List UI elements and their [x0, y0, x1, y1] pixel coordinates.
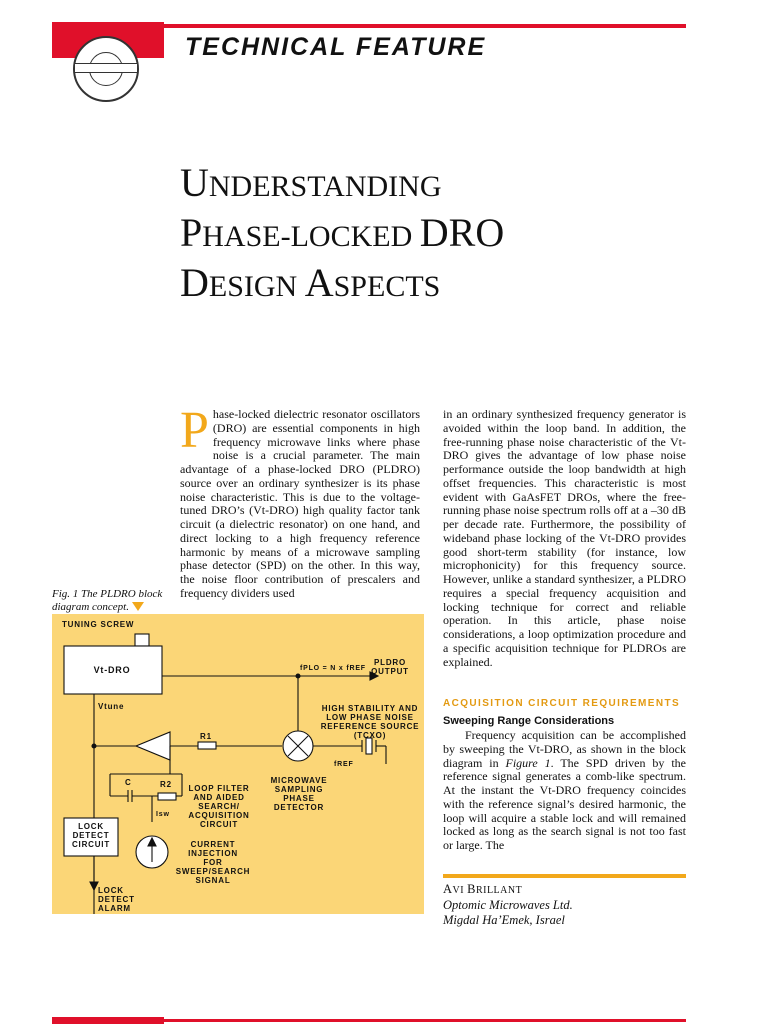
body-text-col3: Frequency acquisition can be accomplishe…	[443, 728, 686, 770]
author-name-cap: A	[443, 882, 453, 896]
author-rule	[443, 874, 686, 878]
headline-cap: P	[180, 210, 203, 255]
footer-red-rule	[164, 1019, 686, 1022]
label-fref: fREF	[334, 761, 354, 768]
label-vtune: Vtune	[98, 702, 125, 711]
section-heading: ACQUISITION CIRCUIT REQUIREMENTS	[443, 698, 681, 709]
article-headline: UNDERSTANDING PHASE-LOCKED DRO DESIGN AS…	[180, 160, 504, 310]
headline-cap: D	[180, 260, 209, 305]
label-tuning-screw: TUNING SCREW	[62, 620, 135, 629]
figure-caption: Fig. 1 The PLDRO block diagram concept.	[52, 588, 167, 613]
label-vtdro: Vt-DRO	[93, 665, 131, 675]
headline-text: ESIGN	[208, 270, 305, 303]
subsection-heading: Sweeping Range Considerations	[443, 715, 615, 727]
label-lock-detect-circuit: LOCK DETECT CIRCUIT	[71, 822, 111, 849]
drop-cap: P	[180, 402, 209, 459]
author-name-text: RILLANT	[475, 885, 523, 896]
label-isw: Isw	[156, 811, 170, 818]
author-name: AVI BRILLANT	[443, 882, 573, 898]
label-microwave-spd: MICROWAVE SAMPLING PHASE DETECTOR	[270, 776, 328, 812]
label-c: C	[125, 778, 132, 787]
author-location: Migdal Ha’Emek, Israel	[443, 913, 565, 927]
amplifier-triangle	[134, 731, 171, 761]
headline-cap: U	[180, 160, 209, 205]
header-red-rule	[164, 24, 686, 28]
label-r1: R1	[200, 732, 212, 741]
headline-line-3: DESIGN ASPECTS	[180, 260, 504, 310]
label-r2: R2	[160, 780, 172, 789]
section-title: TECHNICAL FEATURE	[185, 33, 487, 61]
body-column-2: in an ordinary synthesized frequency gen…	[443, 407, 686, 669]
body-text-col1: hase-locked dielectric resonator oscilla…	[180, 407, 420, 600]
body-column-3: Frequency acquisition can be accomplishe…	[443, 728, 686, 853]
label-pldro-output: PLDRO OUTPUT	[371, 658, 409, 676]
footer-red-block	[52, 1017, 164, 1024]
label-current-injection: CURRENT INJECTION FOR SWEEP/SEARCH SIGNA…	[175, 840, 251, 885]
headline-line-1: UNDERSTANDING	[180, 160, 504, 210]
headline-text: SPECTS	[333, 270, 441, 303]
label-fplo: fPLO = N x fREF	[300, 665, 366, 672]
caption-arrow-icon	[131, 602, 144, 612]
headline-line-2: PHASE-LOCKED DRO	[180, 210, 504, 260]
headline-cap: A	[304, 260, 334, 305]
caption-text: Fig. 1 The PLDRO block diagram concept.	[52, 588, 163, 613]
figure-reference: Figure 1	[505, 755, 551, 770]
tuning-screw-shape	[134, 633, 150, 647]
seal-band	[75, 63, 137, 73]
headline-text: NDERSTANDING	[208, 170, 442, 203]
body-text-col3-cont: . The SPD driven by the reference signal…	[443, 755, 686, 852]
author-name-text: VI	[452, 885, 468, 896]
diagram-lines	[63, 633, 387, 914]
lock-detect-box	[63, 817, 119, 857]
block-diagram: TUNING SCREW Vt-DRO Vtune fPLO = N x fRE…	[52, 614, 424, 914]
journal-seal-logo	[73, 36, 139, 102]
headline-text: DRO	[419, 210, 505, 255]
headline-text: HASE-LOCKED	[202, 220, 420, 253]
label-lock-alarm: LOCK DETECT ALARM	[98, 886, 135, 913]
vtdro-box	[63, 645, 163, 695]
author-company: Optomic Microwaves Ltd.	[443, 898, 573, 912]
label-high-stability-reference: HIGH STABILITY AND LOW PHASE NOISE REFER…	[320, 704, 420, 740]
author-name-cap: B	[467, 882, 476, 896]
label-loop-filter: LOOP FILTER AND AIDED SEARCH/ ACQUISITIO…	[188, 784, 250, 829]
author-block: AVI BRILLANT Optomic Microwaves Ltd. Mig…	[443, 882, 573, 928]
